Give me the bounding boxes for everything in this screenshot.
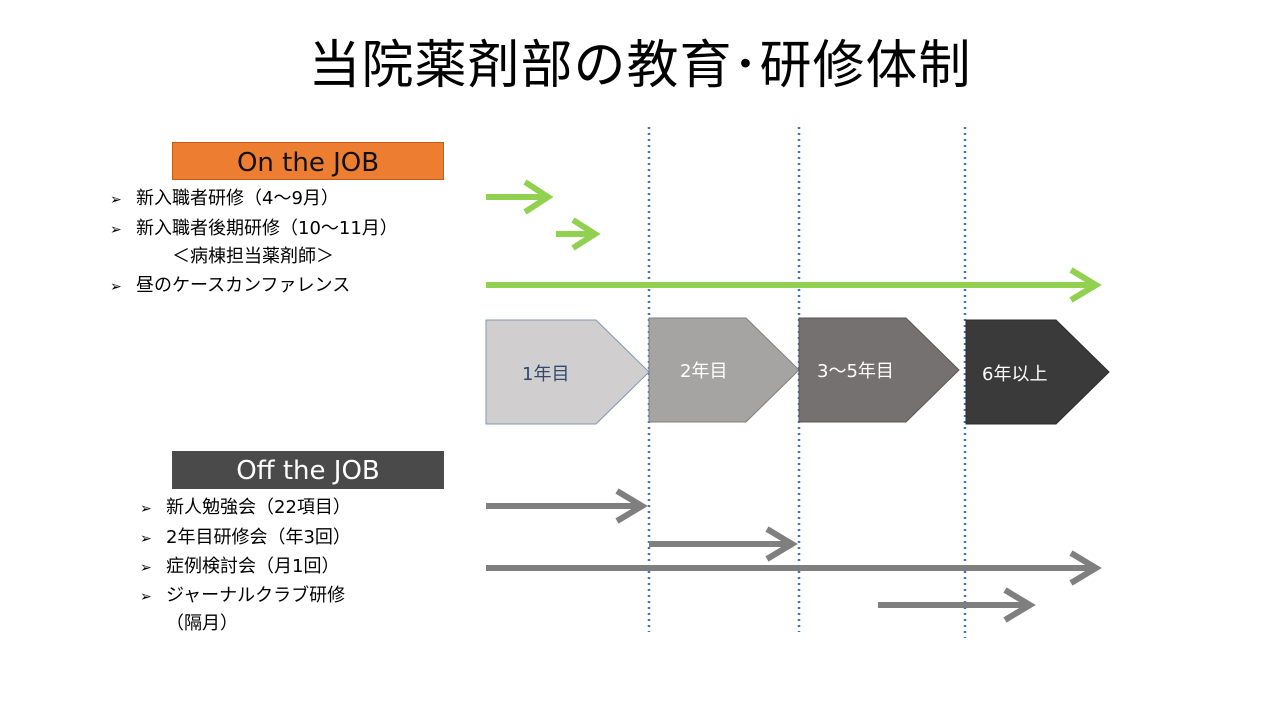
gray-arrow <box>486 488 648 524</box>
green-arrow <box>556 217 601 251</box>
list-item-label: 2年目研修会（年3回） <box>166 527 351 548</box>
gray-arrow <box>486 550 1102 586</box>
phase-label: 6年以上 <box>982 364 1048 385</box>
list-item: ➢ 新入職者後期研修（10～11月） <box>110 217 398 242</box>
list-item-label: 新入職者研修（4～9月） <box>136 188 339 209</box>
gray-arrow <box>878 587 1036 623</box>
gray-arrow <box>649 526 798 562</box>
list-item-label: 新入職者後期研修（10～11月） <box>136 218 398 239</box>
phase-chevron <box>965 319 1110 425</box>
arrow-bullet-icon: ➢ <box>110 192 122 208</box>
list-item-label: 新人勉強会（22項目） <box>166 497 351 518</box>
arrow-bullet-icon: ➢ <box>140 589 152 605</box>
arrow-bullet-icon: ➢ <box>140 501 152 517</box>
list-item: ➢ 症例検討会（月1回） <box>140 555 339 580</box>
list-item-sub: ＜病棟担当薬剤師＞ <box>172 245 334 269</box>
list-item: ➢ 新入職者研修（4～9月） <box>110 187 339 212</box>
list-item-label: ＜病棟担当薬剤師＞ <box>172 246 334 267</box>
list-item-sub: （隔月） <box>166 612 238 636</box>
list-item-label: （隔月） <box>166 613 238 634</box>
phase-label: 1年目 <box>522 364 570 385</box>
list-item: ➢ 新人勉強会（22項目） <box>140 496 351 521</box>
page-title: 当院薬剤部の教育･研修体制 <box>308 36 972 96</box>
list-item-label: 昼のケースカンファレンス <box>136 275 351 296</box>
arrow-bullet-icon: ➢ <box>140 531 152 547</box>
arrow-bullet-icon: ➢ <box>110 279 122 295</box>
green-arrow <box>486 179 554 215</box>
list-item-label: 症例検討会（月1回） <box>166 556 340 577</box>
phase-label: 3～5年目 <box>817 361 894 382</box>
phase-chevron <box>485 319 650 425</box>
arrow-bullet-icon: ➢ <box>140 560 152 576</box>
list-item-label: ジャーナルクラブ研修 <box>166 585 346 606</box>
list-item: ➢ 2年目研修会（年3回） <box>140 526 351 551</box>
green-arrow <box>486 267 1102 303</box>
arrow-bullet-icon: ➢ <box>110 222 122 238</box>
phase-label: 2年目 <box>680 361 728 382</box>
list-item: ➢ 昼のケースカンファレンス <box>110 274 350 299</box>
on-the-job-header: On the JOB <box>172 142 444 180</box>
phase-chevron <box>798 317 960 423</box>
off-the-job-header: Off the JOB <box>172 451 444 489</box>
list-item: ➢ ジャーナルクラブ研修 <box>140 584 345 609</box>
phase-chevron <box>648 317 800 423</box>
